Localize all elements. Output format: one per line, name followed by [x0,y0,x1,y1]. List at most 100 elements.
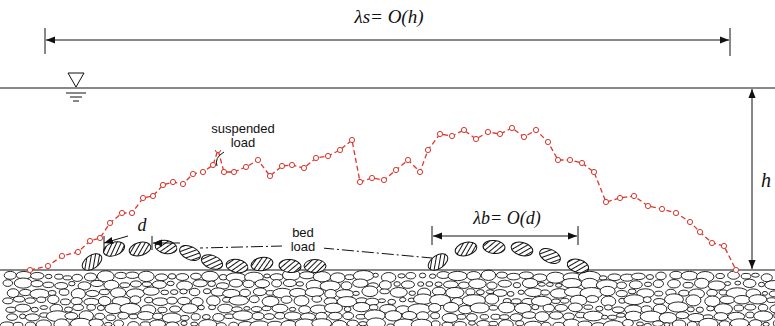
trajectory-point [673,210,678,215]
trajectory-point [733,267,738,272]
bed-grain [656,272,666,280]
bed-grain [653,299,664,305]
bed-grain [158,307,167,312]
bed-grain [743,279,756,287]
bed-grain [91,280,104,286]
trajectory-point [645,203,650,208]
bed-grain [14,278,32,288]
bed-grain [522,312,536,319]
bed-grain [45,274,52,278]
bed-grain [469,279,487,289]
bed-grain [734,305,744,311]
bed-grain [191,314,200,320]
bed-grain [562,279,582,288]
bed-grain [555,304,568,311]
bed-load-grain [79,250,104,273]
bed-grain [524,321,541,326]
bed-grain [97,305,104,310]
bed-grain [31,281,43,287]
trajectory-line [30,128,736,270]
bed-load-grain [250,256,274,273]
bed-grain [176,274,189,281]
trajectory-point [579,160,584,165]
bed-grain [294,296,309,306]
bed-load-grain [510,240,535,258]
bed-grain [411,319,432,326]
bed-grain [646,275,653,280]
bed-grain [115,272,127,278]
trajectory-point [200,169,205,174]
bed-load-grain [482,240,505,255]
bed-grain [497,272,508,278]
trajectory-point [521,134,526,139]
trajectory-point [289,162,294,167]
trajectory-point [697,229,702,234]
bed-grain [332,320,347,326]
bed-grain [283,279,296,286]
trajectory-point [485,129,490,134]
bed-grain [48,290,56,295]
bed-grain [84,273,96,281]
bed-grain [586,296,598,303]
bed-grain [442,322,453,326]
bed-grain [489,305,498,310]
bed-grain [281,296,292,303]
bed-grain [181,304,198,313]
bed-grain [467,314,478,322]
bed-grain [296,282,303,286]
bed-grain [435,282,442,287]
trajectory-point [267,173,272,178]
trajectory-point [243,164,248,169]
bed-grain [213,313,224,321]
bed-grain [418,282,424,286]
bed-grain [19,314,25,319]
bed-grain [275,312,286,319]
trajectory-point [140,195,145,200]
bed-grain [644,282,651,286]
bed-grain [600,286,615,295]
bed-grain [725,282,731,286]
bed-grain [373,273,378,277]
bed-grain [25,322,35,326]
bed-grain [15,304,31,312]
bed-grain [387,324,394,326]
trajectory-point [617,195,622,200]
bed-grain [128,322,139,326]
bed-grain [560,298,569,303]
trajectory-point [107,220,112,225]
bed-grain [369,305,377,310]
bed-grain [344,307,351,312]
bed-grain [749,320,762,326]
bed-grain [70,318,91,326]
trajectory-point [461,127,466,132]
bed-grain [400,298,406,302]
trajectory-point [231,169,236,174]
bed-grain [507,291,514,296]
bed-grain [592,323,605,326]
bed-grain [69,281,75,285]
length-label: λs= O(h) [353,7,424,28]
bed-grain [458,282,469,288]
bed-grain [218,304,233,313]
bed-grain [65,307,73,312]
trajectory-point [129,210,134,215]
bed-grain [429,303,441,312]
bed-grain [104,322,112,326]
trajectory-point [687,219,692,224]
bed-grain [617,313,626,317]
trajectory-point [59,253,64,258]
bed-grain [31,307,38,312]
bed-grain [191,273,202,279]
bed-grain [525,288,543,297]
bed-grain [359,322,367,326]
bed-grain [563,319,579,326]
trajectory-point [449,133,454,138]
bed-grain [380,289,390,294]
bed-grain [457,314,466,319]
bed-grain [443,302,459,312]
bed-grain [511,299,521,304]
bed-grain [343,312,354,319]
bed-grain [114,320,124,326]
bed-grain [584,305,593,309]
